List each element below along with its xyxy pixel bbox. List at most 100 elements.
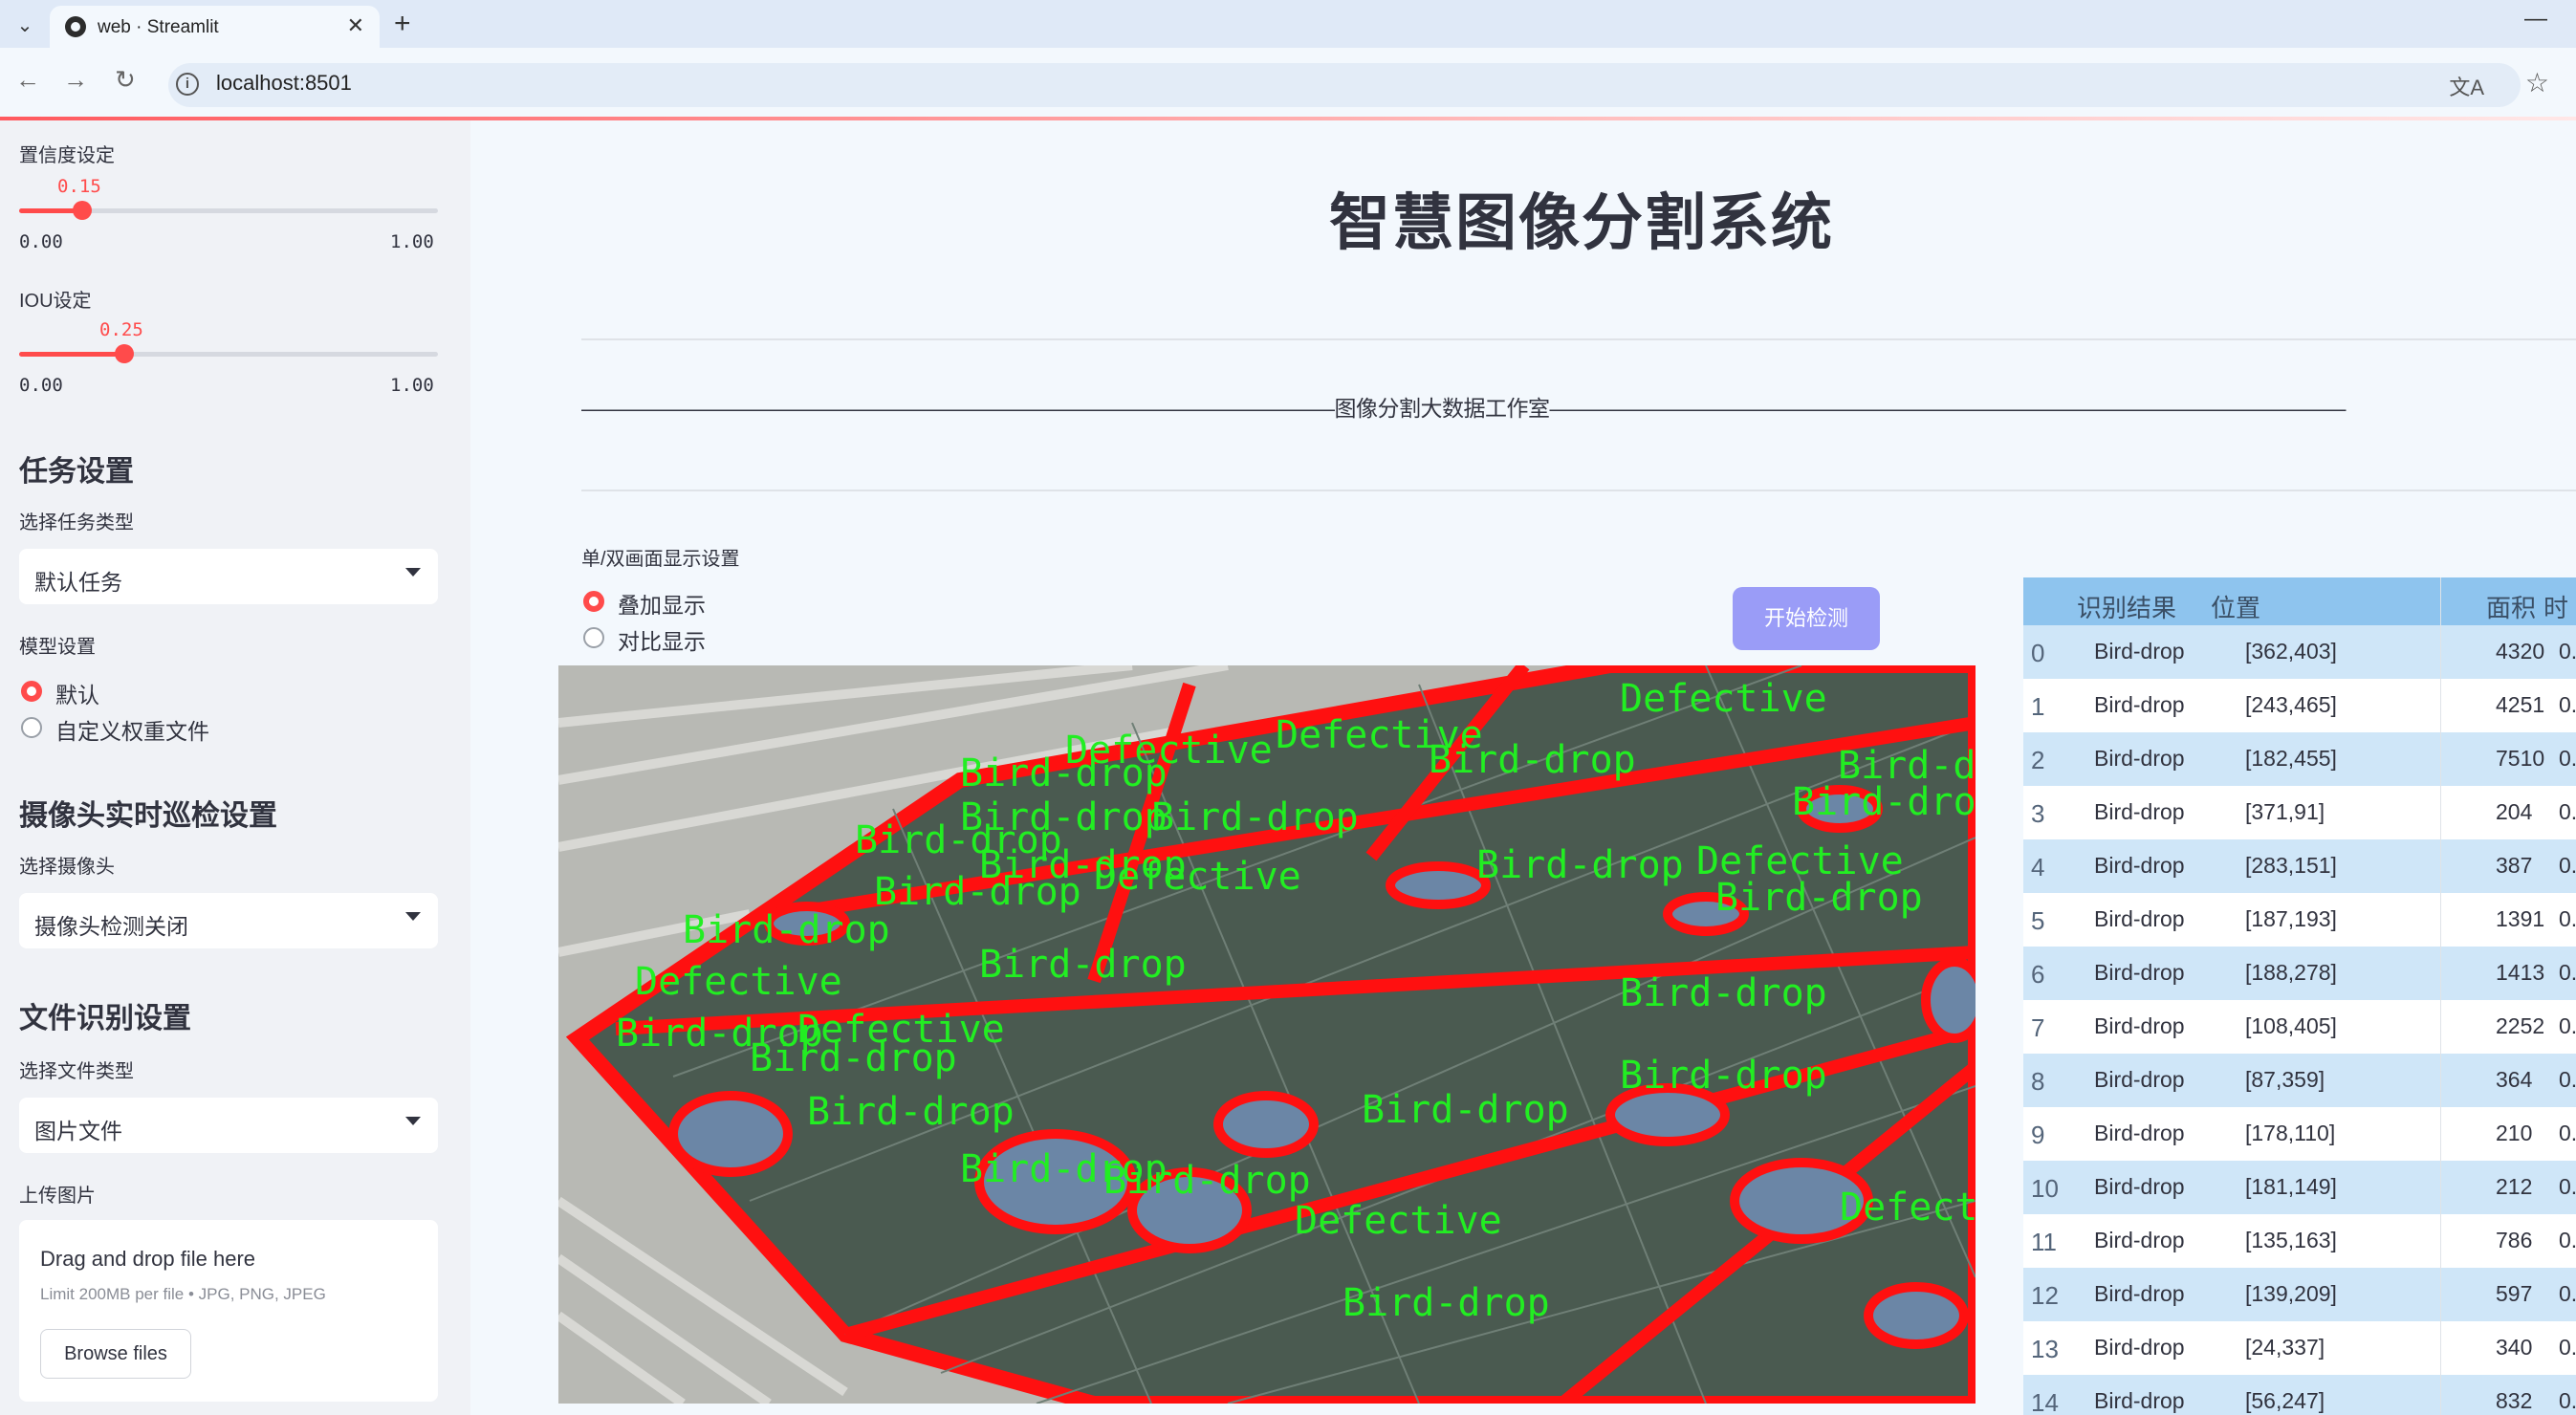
- row-time: 0.03: [2559, 960, 2576, 985]
- confidence-slider-fill: [19, 208, 82, 213]
- new-tab-icon[interactable]: +: [394, 8, 411, 39]
- row-position: [243,465]: [2245, 692, 2337, 717]
- overlay-label-bird-drop: Bird-drop: [750, 1036, 957, 1080]
- overlay-label-defective: Defective: [1620, 677, 1827, 721]
- model-custom-label[interactable]: 自定义权重文件: [55, 719, 209, 744]
- results-table[interactable]: 识别结果 位置 面积 时间 0Bird-drop[362,403]43200.0…: [2023, 577, 2576, 1415]
- display-mode-label: 单/双画面显示设置: [581, 549, 740, 570]
- row-result: Bird-drop: [2094, 1228, 2185, 1252]
- panel-grid: [672, 665, 1976, 1404]
- camera-selected: 摄像头检测关闭: [34, 914, 188, 939]
- overlay-label-bird-drop: Bird-drop: [1715, 876, 1923, 920]
- row-area: 1391: [2496, 906, 2545, 931]
- browser-tab-bar: ⌄ web · Streamlit ✕ + —: [0, 0, 2576, 48]
- row-position: [187,193]: [2245, 906, 2337, 931]
- minimize-window-icon[interactable]: —: [2524, 6, 2547, 32]
- header-area[interactable]: 面积: [2486, 594, 2537, 622]
- row-result: Bird-drop: [2094, 639, 2185, 664]
- reload-icon[interactable]: ↻: [115, 65, 136, 94]
- iou-slider-thumb[interactable]: [114, 344, 134, 363]
- row-index: 5: [2031, 906, 2045, 935]
- row-time: 0.03: [2559, 692, 2576, 717]
- confidence-slider-thumb[interactable]: [72, 201, 92, 220]
- tab-title: web · Streamlit: [98, 17, 219, 37]
- display-compare-radio[interactable]: [583, 627, 604, 648]
- confidence-max: 1.00: [390, 231, 434, 252]
- camera-select[interactable]: 摄像头检测关闭: [19, 893, 438, 948]
- forward-arrow-icon[interactable]: →: [63, 65, 88, 94]
- iou-slider[interactable]: [19, 344, 438, 363]
- row-result: Bird-drop: [2094, 1388, 2185, 1413]
- row-result: Bird-drop: [2094, 746, 2185, 771]
- row-result: Bird-drop: [2094, 799, 2185, 824]
- row-result: Bird-drop: [2094, 692, 2185, 717]
- row-result: Bird-drop: [2094, 1174, 2185, 1199]
- table-header: 识别结果 位置 面积 时间: [2023, 577, 2576, 658]
- row-time: 0.05: [2559, 799, 2576, 824]
- translate-icon[interactable]: 文A: [2449, 76, 2484, 99]
- overlay-label-bird-drop: Bird-drop: [874, 870, 1081, 914]
- overlay-label-bird-drop: Bird-drop: [1792, 780, 1976, 824]
- file-uploader-dropzone[interactable]: Drag and drop file here Limit 200MB per …: [19, 1220, 438, 1402]
- row-area: 832: [2496, 1388, 2533, 1413]
- iou-min: 0.00: [19, 375, 63, 396]
- display-overlay-label[interactable]: 叠加显示: [618, 593, 706, 618]
- file-type-select[interactable]: 图片文件: [19, 1098, 438, 1153]
- header-position[interactable]: 位置: [2211, 594, 2261, 622]
- bookmark-star-icon[interactable]: ☆: [2524, 68, 2549, 98]
- overlay-label-bird-drop: Bird-drop: [1429, 738, 1636, 782]
- tab-search-chevron-icon[interactable]: ⌄: [16, 14, 33, 36]
- task-settings-heading: 任务设置: [19, 456, 134, 488]
- column-divider: [2440, 577, 2441, 1415]
- overlay-label-defective: Defective: [1295, 1199, 1502, 1243]
- row-area: 4320: [2496, 639, 2545, 664]
- model-default-radio[interactable]: [21, 681, 42, 702]
- row-result: Bird-drop: [2094, 1281, 2185, 1306]
- file-type-label: 选择文件类型: [19, 1061, 134, 1082]
- confidence-slider[interactable]: [19, 201, 438, 220]
- row-time: 0.01: [2559, 1281, 2576, 1306]
- task-type-select[interactable]: 默认任务: [19, 549, 438, 604]
- row-time: 0.01: [2559, 1228, 2576, 1252]
- model-custom-radio[interactable]: [21, 717, 42, 738]
- page-title: 智慧图像分割系统: [1329, 188, 1834, 257]
- browser-tab[interactable]: web · Streamlit ✕: [50, 6, 380, 48]
- model-settings-label: 模型设置: [19, 637, 96, 658]
- header-result[interactable]: 识别结果: [2077, 594, 2177, 622]
- overlay-label-bird-drop: Bird-drop: [683, 908, 890, 952]
- overlay-label-defective: Defective: [1065, 729, 1273, 773]
- overlay-label-bird-drop: Bird-drop: [1103, 1159, 1311, 1203]
- close-tab-icon[interactable]: ✕: [346, 13, 364, 37]
- row-position: [188,278]: [2245, 960, 2337, 985]
- back-arrow-icon[interactable]: ←: [15, 65, 40, 94]
- file-type-selected: 图片文件: [34, 1119, 122, 1143]
- url-text[interactable]: localhost:8501: [216, 71, 352, 95]
- start-detection-button[interactable]: 开始检测: [1733, 587, 1880, 650]
- file-settings-heading: 文件识别设置: [19, 1003, 191, 1034]
- row-index: 12: [2031, 1281, 2059, 1310]
- display-compare-label[interactable]: 对比显示: [618, 629, 706, 654]
- browse-files-button[interactable]: Browse files: [40, 1329, 191, 1379]
- address-bar[interactable]: [168, 63, 2521, 107]
- row-position: [362,403]: [2245, 639, 2337, 664]
- model-default-label[interactable]: 默认: [55, 683, 99, 708]
- site-info-icon[interactable]: i: [176, 73, 199, 96]
- display-overlay-radio[interactable]: [583, 591, 604, 612]
- row-time: 0.03: [2559, 1174, 2576, 1199]
- row-position: [108,405]: [2245, 1013, 2337, 1038]
